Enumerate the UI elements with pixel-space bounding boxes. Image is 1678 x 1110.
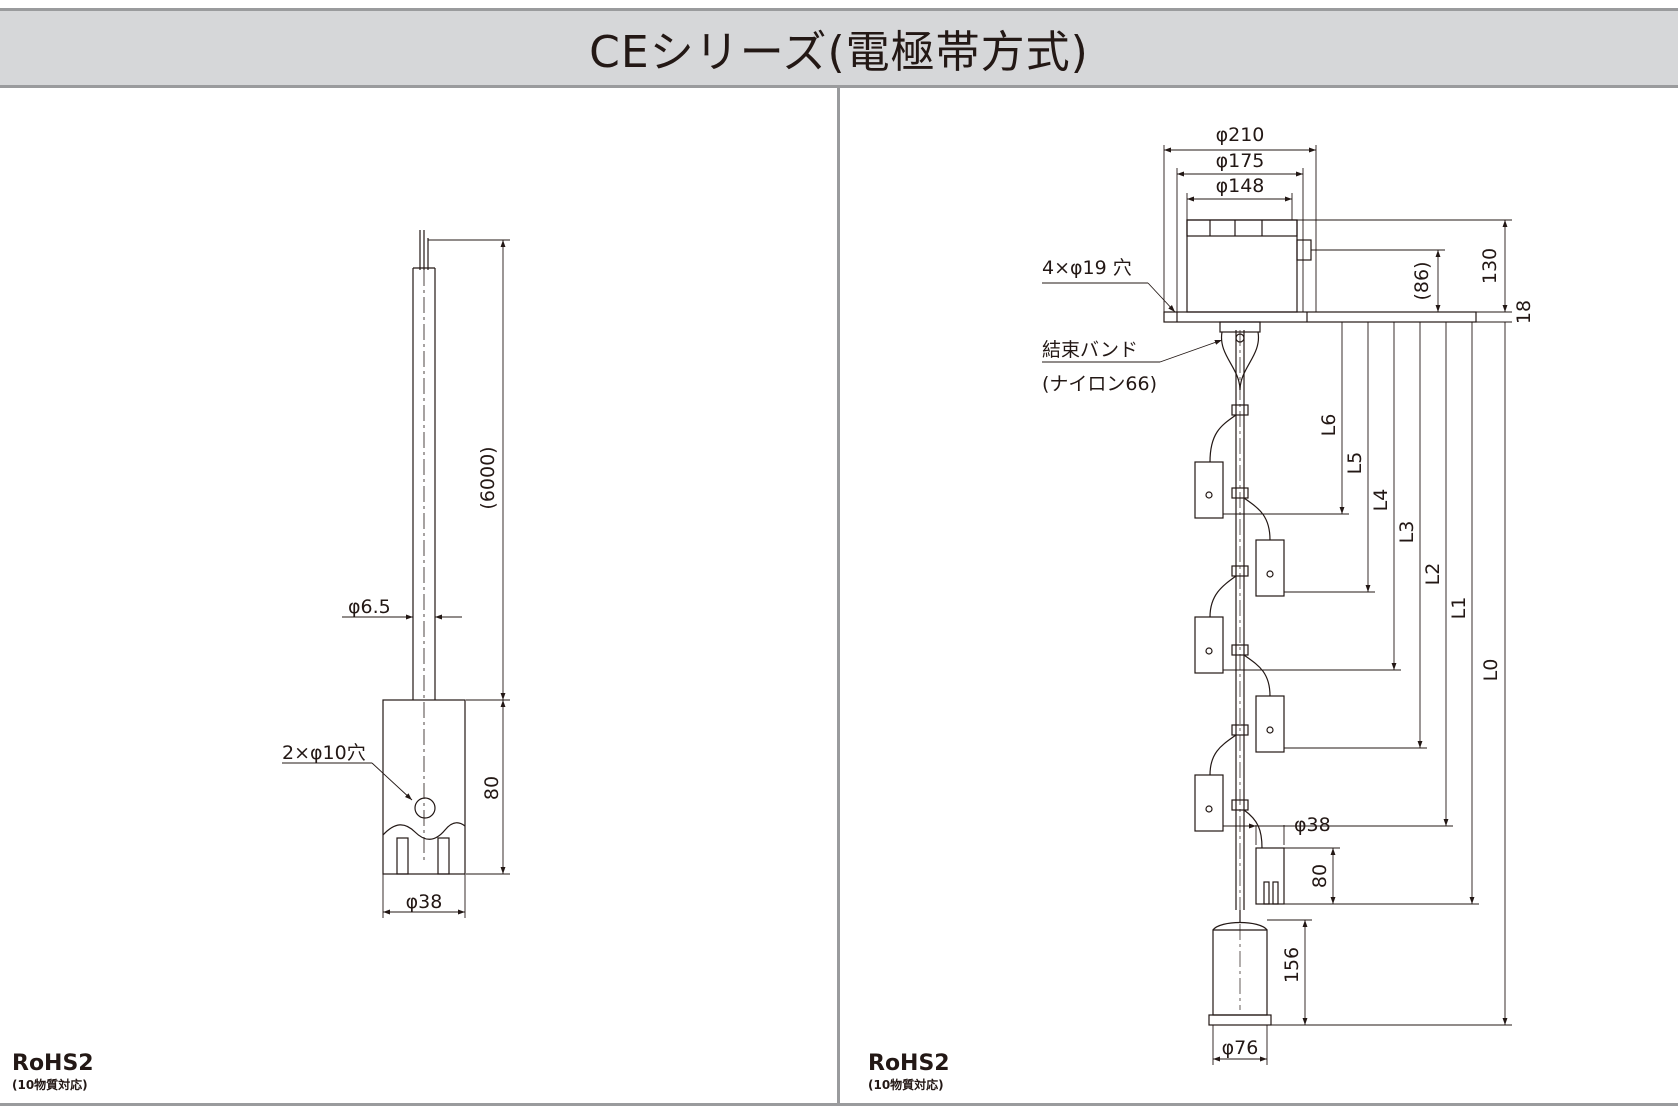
right-dim-156: 156 — [1281, 947, 1303, 983]
right-dim-L1: L1 — [1448, 597, 1470, 620]
right-dim-130: 130 — [1479, 248, 1501, 284]
left-rohs-note: (10物質対応) — [12, 1077, 88, 1092]
left-dim-dia: φ38 — [406, 891, 443, 913]
right-dim-L4: L4 — [1370, 489, 1392, 512]
left-dim-cable-dia: φ6.5 — [348, 596, 391, 618]
panel-divider — [837, 88, 840, 1106]
right-dim-d38: φ38 — [1294, 814, 1331, 836]
right-assembly-drawing — [1163, 219, 1477, 1010]
right-rohs-note: (10物質対応) — [868, 1077, 944, 1092]
right-dim-18: 18 — [1513, 300, 1535, 324]
right-dim-d175: φ175 — [1216, 150, 1265, 172]
right-rohs-mark: RoHS2 — [868, 1051, 950, 1076]
left-dim-height: 80 — [481, 776, 503, 800]
right-dim-L0: L0 — [1480, 659, 1502, 682]
left-dimensions — [282, 239, 510, 918]
left-electrode-drawing — [382, 230, 466, 875]
right-dim-L3: L3 — [1396, 521, 1418, 544]
right-dim-d148: φ148 — [1216, 175, 1265, 197]
bottom-weight — [1208, 910, 1272, 1026]
left-dim-length: (6000) — [477, 446, 499, 509]
right-dim-d210: φ210 — [1216, 124, 1265, 146]
left-dim-holes: 2×φ10穴 — [282, 742, 366, 764]
right-dim-d76: φ76 — [1222, 1037, 1259, 1059]
right-dim-L2: L2 — [1422, 563, 1444, 586]
right-dim-holes: 4×φ19 穴 — [1042, 257, 1132, 279]
right-dimensions — [1042, 145, 1512, 1065]
right-dim-86: (86) — [1411, 261, 1433, 300]
left-rohs-mark: RoHS2 — [12, 1051, 94, 1076]
right-band-material: (ナイロン66) — [1042, 373, 1157, 395]
right-band-label: 結束バンド — [1042, 339, 1138, 361]
title-bar: CEシリーズ(電極帯方式) — [0, 8, 1678, 88]
page-title: CEシリーズ(電極帯方式) — [589, 27, 1089, 78]
right-dim-L5: L5 — [1344, 452, 1366, 475]
hanging-electrodes — [1194, 404, 1285, 905]
right-dim-80: 80 — [1309, 864, 1331, 888]
right-dim-L6: L6 — [1318, 414, 1340, 437]
bottom-border — [0, 1103, 1678, 1106]
